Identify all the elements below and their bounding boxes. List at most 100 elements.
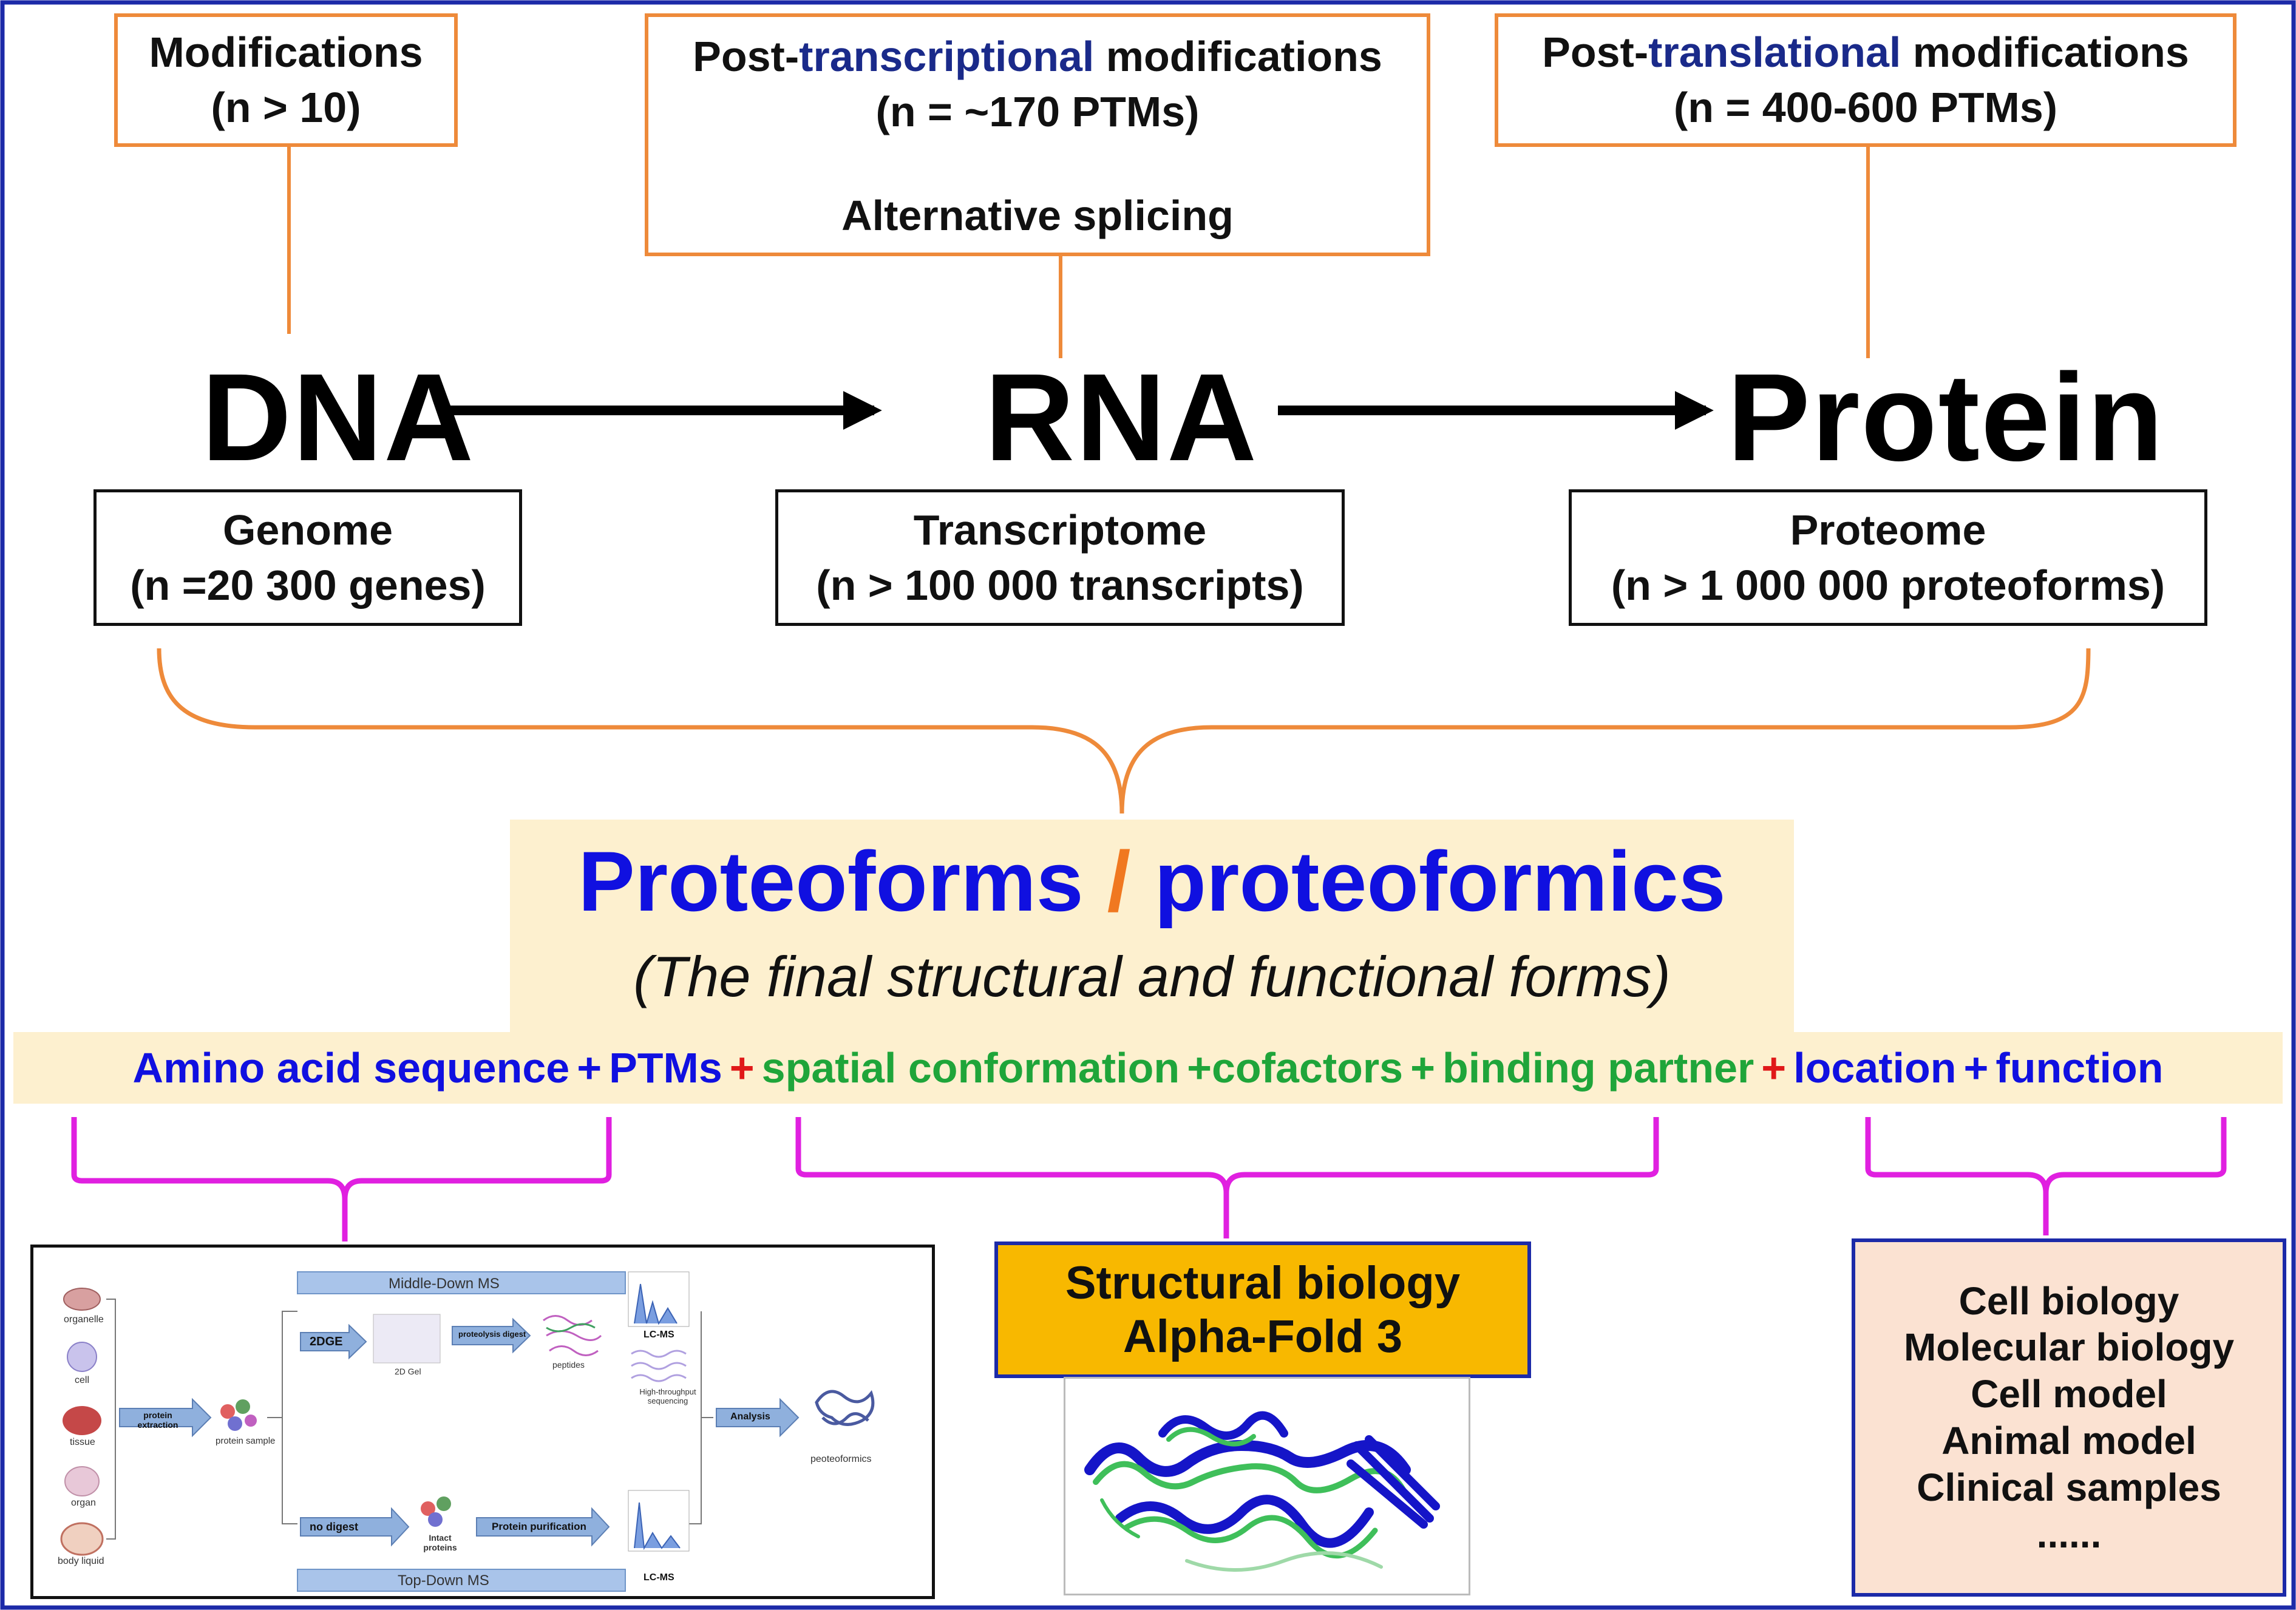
ht-seq-label: High-throughput sequencing [639, 1387, 696, 1405]
omes-brace [157, 648, 2091, 814]
sample-tissue: tissue [70, 1437, 95, 1447]
middle-down-label: Middle-Down MS [389, 1275, 500, 1292]
attr-plus-2: + [729, 1044, 755, 1092]
attr-plus-4: + [1410, 1044, 1435, 1092]
bio-cell-model: Cell model [1971, 1372, 2167, 1416]
protein-sample-label: protein sample [216, 1436, 276, 1446]
intact-proteins-label: Intact proteins [423, 1533, 457, 1552]
attr-plus-1: + [577, 1044, 602, 1092]
lcms-top-label: LC-MS [644, 1330, 674, 1340]
top-down-banner [297, 1569, 626, 1592]
proteome-box: Proteome (n > 1 000 000 proteoforms) [1569, 489, 2207, 626]
rna-modifications-count: (n = ~170 PTMs) [875, 88, 1200, 135]
analysis-label: Analysis [730, 1411, 770, 1422]
proteoforms-subtitle: (The final structural and functional for… [633, 945, 1671, 1008]
rna-modifications-title: Post-transcriptional modifications [693, 29, 1382, 84]
rna-modifications-box: Post-transcriptional modifications (n = … [645, 13, 1430, 256]
no-digest-arrow [300, 1507, 410, 1547]
transcriptome-box: Transcriptome (n > 100 000 transcripts) [775, 489, 1345, 626]
protein-structure-image [1064, 1377, 1470, 1595]
proteolysis-arrow [452, 1317, 531, 1354]
twod-gel-icon [373, 1314, 441, 1364]
twod-gel-label: 2D Gel [395, 1367, 421, 1376]
attr-function: function [1995, 1044, 2164, 1092]
peptides-label: peptides [552, 1360, 585, 1370]
genome-box: Genome (n =20 300 genes) [93, 489, 522, 626]
proteoforms-panel [510, 820, 1794, 1032]
attr-ptms: PTMs [609, 1044, 722, 1092]
bio-clinical-samples: Clinical samples [1917, 1465, 2221, 1509]
transcriptome-count: (n > 100 000 transcripts) [816, 561, 1304, 609]
peptides-icon [543, 1315, 602, 1356]
attr-location: location [1793, 1044, 1957, 1092]
proteoformics-word: proteoformics [1154, 834, 1726, 929]
proteome-count: (n > 1 000 000 proteoforms) [1611, 561, 2165, 609]
middle-down-banner [297, 1271, 626, 1294]
structural-biology-line2: Alpha-Fold 3 [1123, 1310, 1403, 1362]
peoteoformics-icon [815, 1390, 875, 1426]
tissue-icon [63, 1406, 101, 1435]
alternative-splicing: Alternative splicing [841, 192, 1234, 239]
sample-organ: organ [71, 1498, 96, 1508]
protein-sample-icon [220, 1404, 235, 1419]
cell-icon [67, 1342, 97, 1372]
samples-bracket [106, 1299, 116, 1540]
attr-cofactors: +cofactors [1187, 1044, 1404, 1092]
workflow-split [267, 1311, 297, 1524]
protein-purification-label: Protein purification [492, 1521, 586, 1532]
bio-molecular-biology: Molecular biology [1903, 1325, 2235, 1370]
proteolysis-label: proteolysis digest [458, 1330, 526, 1339]
structural-biology-line1: Structural biology [1065, 1257, 1461, 1309]
rna-mod-highlight: transcriptional [799, 33, 1095, 80]
top-down-label: Top-Down MS [398, 1572, 489, 1589]
rna-mod-suffix: modifications [1094, 33, 1382, 80]
proteoforms-slash: / [1107, 834, 1131, 929]
ms-workflow-drawing [60, 1271, 875, 1592]
genome-title: Genome [222, 506, 393, 554]
proteoforms-title: Proteoforms / proteoformics [510, 837, 1794, 926]
twodge-arrow [300, 1323, 367, 1360]
attr-spatial-conformation: spatial conformation [761, 1044, 1180, 1092]
protein-ribbon-drawing [1084, 1411, 1440, 1572]
protein-mod-suffix: modifications [1901, 29, 2189, 76]
organelle-icon [63, 1288, 101, 1311]
bio-cell-biology: Cell biology [1958, 1279, 2179, 1323]
sample-organelle: organelle [64, 1314, 104, 1325]
rna-label: RNA [985, 348, 1258, 487]
ms-workflow-figure: organelle cell tissue organ body liquid … [30, 1245, 935, 1599]
biology-models-box: Cell biology Molecular biology Cell mode… [1852, 1238, 2286, 1597]
dna-modifications-count: (n > 10) [211, 84, 361, 131]
intact-proteins-icon [421, 1501, 435, 1516]
transcriptome-title: Transcriptome [913, 506, 1207, 554]
body-liquid-icon [60, 1522, 104, 1556]
dna-label: DNA [202, 348, 475, 487]
protein-modifications-title: Post-translational modifications [1542, 25, 2189, 80]
no-digest-label: no digest [310, 1521, 358, 1533]
attr-plus-5: + [1761, 1044, 1787, 1092]
ht-seq-icon [631, 1350, 687, 1382]
protein-mod-highlight: translational [1648, 29, 1901, 76]
attr-plus-6: + [1963, 1044, 1989, 1092]
protein-mod-prefix: Post- [1542, 29, 1649, 76]
proteoform-attributes-bar: Amino acid sequence + PTMs + spatial con… [13, 1032, 2283, 1104]
structural-biology-box: Structural biology Alpha-Fold 3 [994, 1241, 1531, 1378]
dna-modifications-box: Modifications (n > 10) [114, 13, 458, 147]
dna-modifications-title: Modifications [149, 29, 423, 76]
analysis-arrow [716, 1398, 800, 1438]
protein-extraction-arrow [119, 1398, 212, 1438]
rna-mod-prefix: Post- [693, 33, 800, 80]
genome-count: (n =20 300 genes) [130, 561, 486, 609]
proteome-title: Proteome [1790, 506, 1986, 554]
organ-icon [64, 1466, 100, 1496]
brace-structure [795, 1117, 1659, 1238]
bio-ellipsis: ...... [2036, 1512, 2102, 1556]
peoteoformics-label: peoteoformics [810, 1454, 872, 1464]
protein-label: Protein [1727, 348, 2165, 487]
attr-amino-acid-sequence: Amino acid sequence [132, 1044, 570, 1092]
protein-purification-arrow [476, 1507, 610, 1547]
attr-binding-partner: binding partner [1442, 1044, 1754, 1092]
lcms-bottom-label: LC-MS [644, 1572, 674, 1583]
brace-sequence [71, 1117, 612, 1241]
